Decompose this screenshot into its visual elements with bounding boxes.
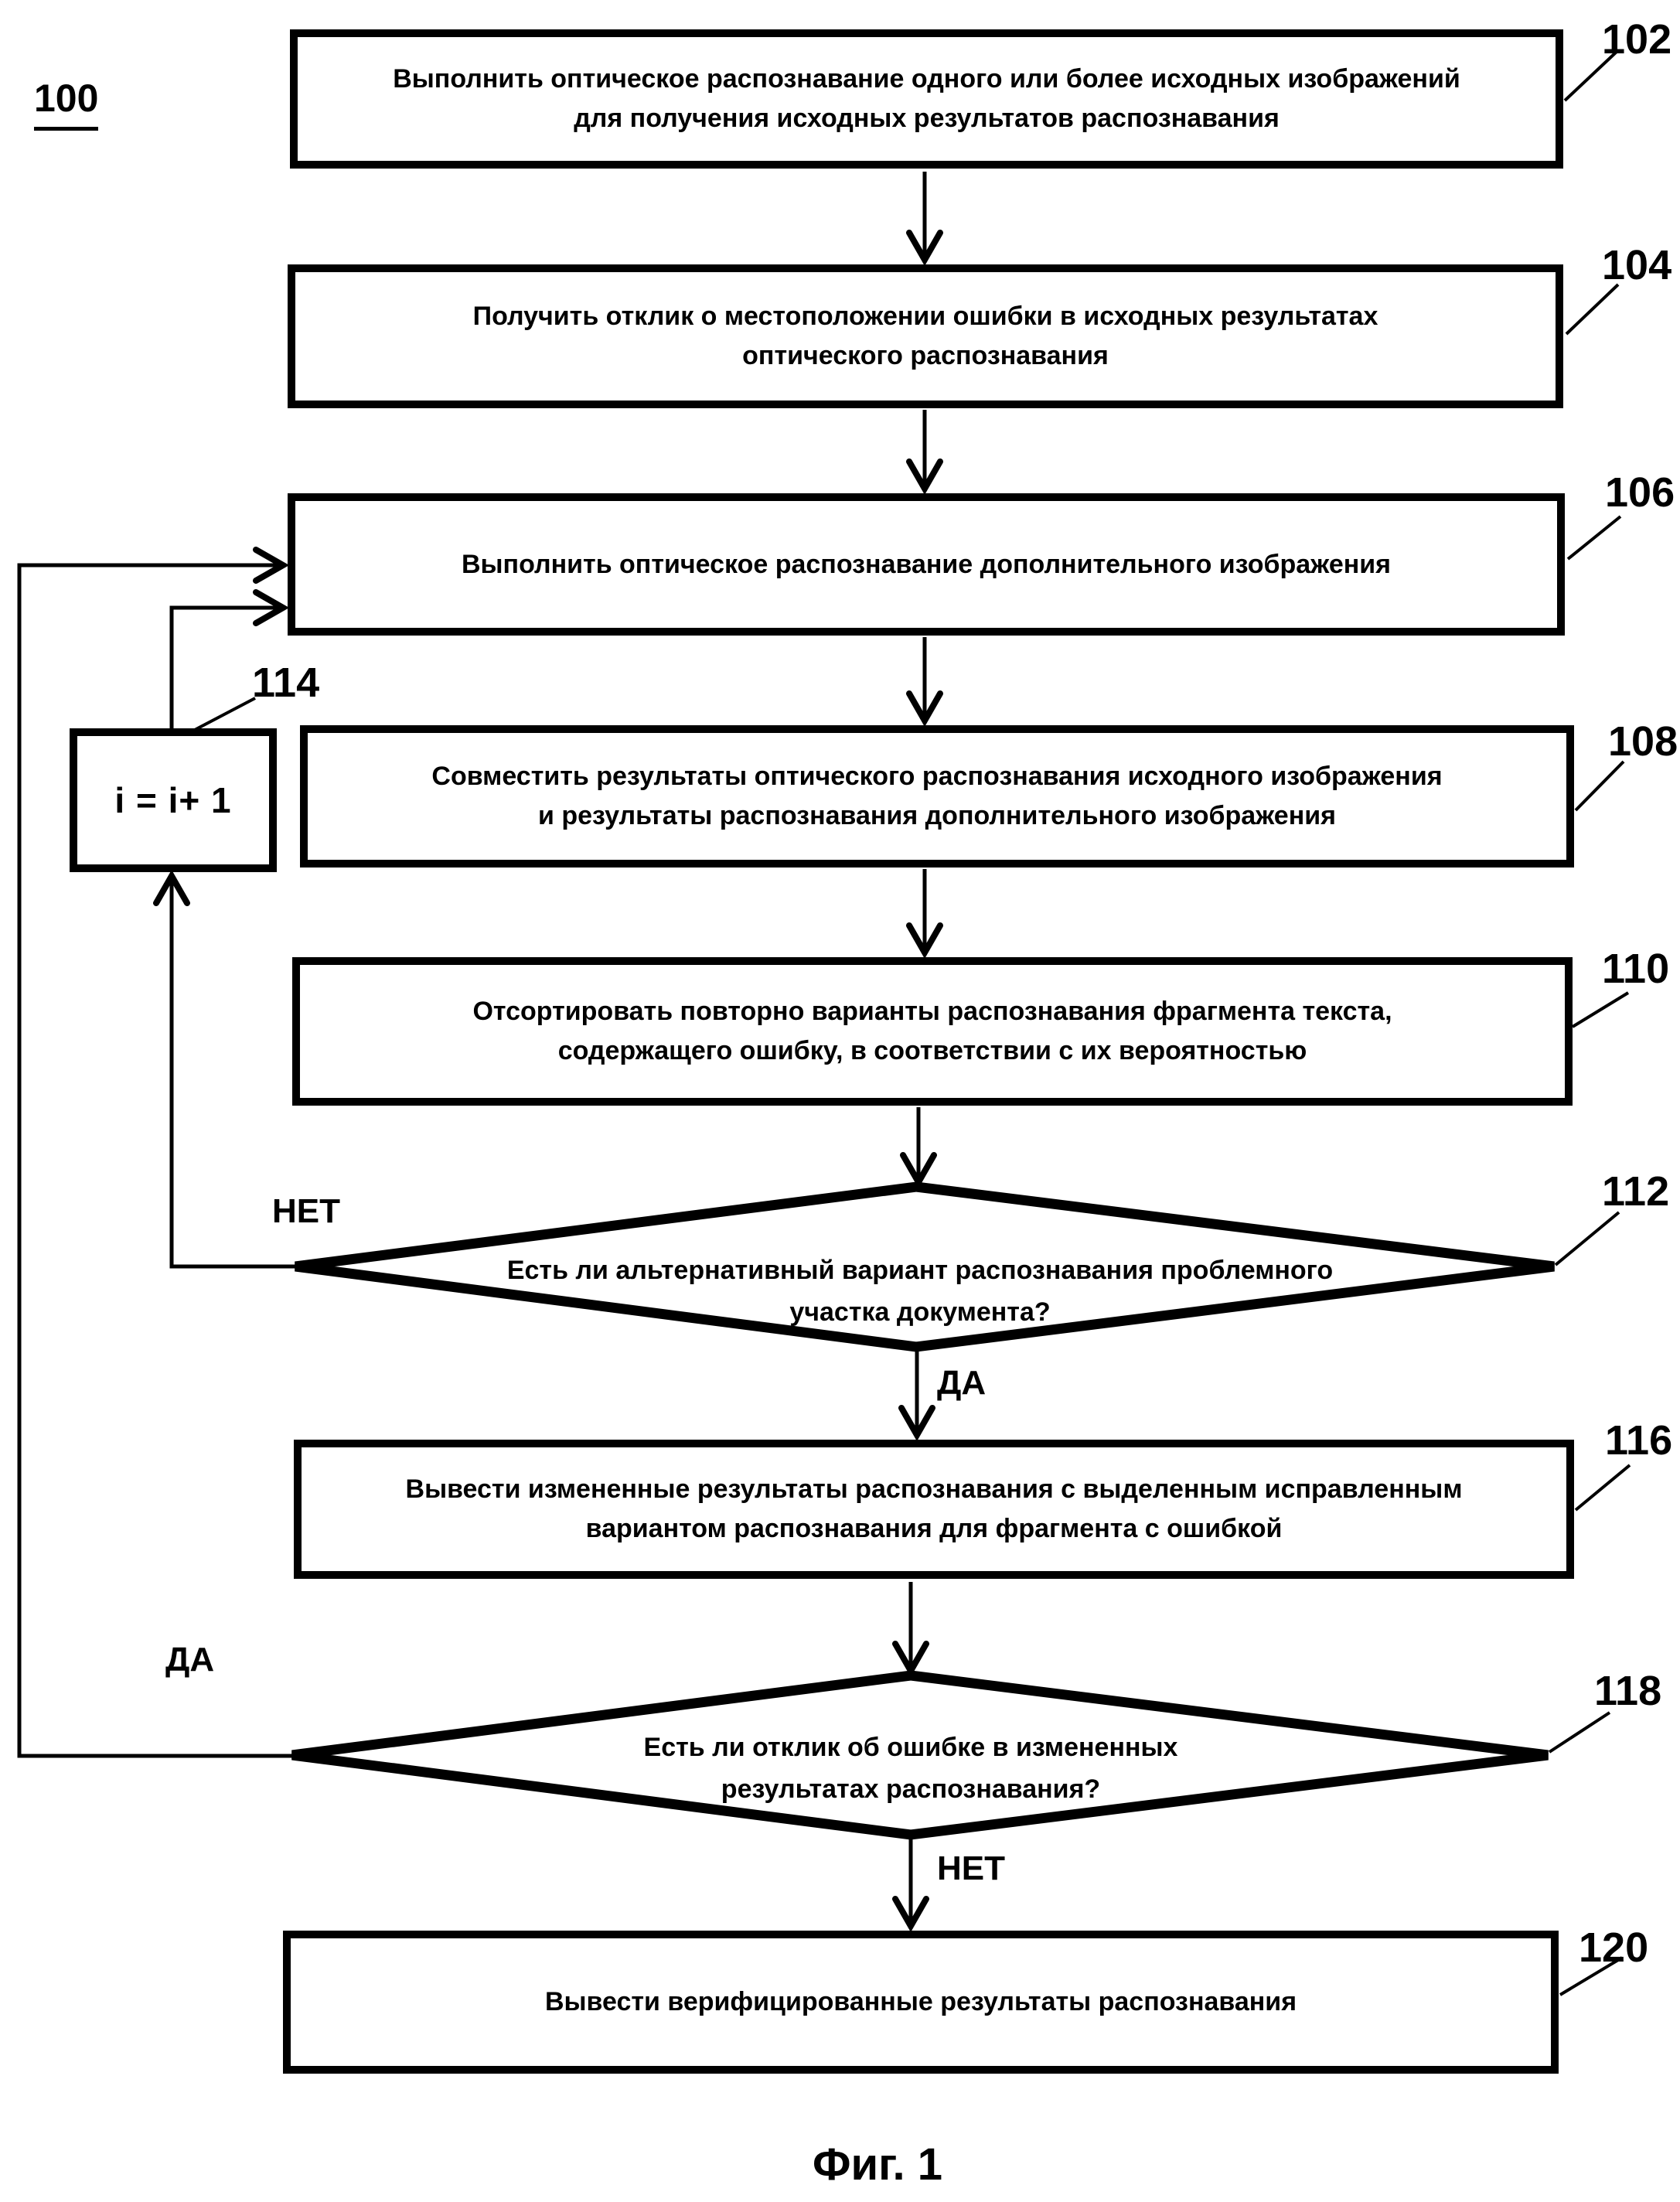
leader-114	[193, 697, 256, 732]
decision-118-text-line1: Есть ли отклик об ошибке в измененных	[643, 1732, 1178, 1762]
decision-118-shape	[291, 1670, 1549, 1840]
process-box-102-text-line1: Выполнить оптическое распознавание одног…	[393, 64, 1460, 94]
leader-118	[1548, 1711, 1611, 1754]
process-box-108-text-line1: Совместить результаты оптического распоз…	[431, 762, 1443, 791]
decision-112-text: Есть ли альтернативный вариант распознав…	[224, 1241, 1616, 1341]
ref-label-110: 110	[1602, 946, 1670, 992]
process-box-108-text-line2: и результаты распознавания дополнительно…	[537, 801, 1336, 830]
leader-102	[1563, 49, 1619, 102]
decision-112-yes-label: ДА	[937, 1364, 987, 1402]
ref-label-112: 112	[1602, 1168, 1670, 1215]
edge-118-106-yes	[17, 565, 295, 1758]
ref-label-116: 116	[1605, 1417, 1673, 1464]
leader-108	[1574, 760, 1625, 812]
figure-caption: Фиг. 1	[813, 2139, 942, 2190]
process-box-106-text: Выполнить оптическое распознавание допол…	[461, 549, 1392, 579]
ref-label-120: 120	[1579, 1924, 1649, 1971]
ref-label-106: 106	[1605, 469, 1675, 516]
process-box-110-text-line2: содержащего ошибку, в соответствии с их …	[557, 1036, 1307, 1065]
process-box-120: Вывести верифицированные результаты расп…	[283, 1931, 1559, 2074]
decision-112-shape	[295, 1181, 1555, 1352]
decision-112-text-line1: Есть ли альтернативный вариант распознав…	[506, 1255, 1334, 1285]
decision-118-text-line2: результатах распознавания?	[721, 1774, 1101, 1804]
process-box-102: Выполнить оптическое распознавание одног…	[290, 29, 1563, 169]
process-box-108: Совместить результаты оптического распоз…	[300, 725, 1574, 868]
edge-112-114-no	[172, 876, 295, 1269]
ref-label-104: 104	[1602, 242, 1672, 288]
figure-ref-100: 100	[34, 76, 99, 131]
counter-box-114-text: i = i+ 1	[114, 779, 232, 820]
leader-104	[1565, 283, 1620, 336]
process-box-104-text-line2: оптического распознавания	[742, 341, 1109, 370]
decision-118-no-label: НЕТ	[937, 1849, 1005, 1887]
leader-110	[1571, 991, 1630, 1028]
ref-label-118: 118	[1594, 1668, 1662, 1714]
counter-box-114: i = i+ 1	[70, 728, 277, 872]
process-box-120-text: Вывести верифицированные результаты расп…	[544, 1987, 1297, 2016]
ref-label-102: 102	[1602, 16, 1672, 63]
leader-106	[1566, 515, 1622, 561]
process-box-102-text-line2: для получения исходных результатов распо…	[574, 104, 1280, 133]
process-box-106: Выполнить оптическое распознавание допол…	[288, 493, 1565, 636]
process-box-110-text-line1: Отсортировать повторно варианты распозна…	[472, 997, 1392, 1026]
leader-120	[1559, 1956, 1624, 1996]
decision-118-yes-label: ДА	[165, 1641, 215, 1679]
process-box-104: Получить отклик о местоположении ошибки …	[288, 264, 1563, 408]
process-box-116-text-line2: вариантом распознавания для фрагмента с …	[585, 1514, 1283, 1543]
edge-114-106	[169, 608, 283, 728]
process-box-104-text-line1: Получить отклик о местоположении ошибки …	[472, 302, 1378, 331]
process-box-116: Вывести измененные результаты распознава…	[294, 1440, 1574, 1579]
ref-label-108: 108	[1608, 718, 1678, 765]
leader-116	[1574, 1464, 1631, 1512]
process-box-116-text-line1: Вывести измененные результаты распознава…	[405, 1474, 1463, 1504]
process-box-110: Отсортировать повторно варианты распозна…	[292, 957, 1573, 1106]
decision-112-no-label: НЕТ	[272, 1192, 340, 1230]
ref-label-114: 114	[252, 660, 320, 706]
decision-112-text-line2: участка документа?	[789, 1297, 1051, 1327]
decision-118-text: Есть ли отклик об ошибке в измененных ре…	[215, 1718, 1607, 1819]
leader-112	[1554, 1211, 1620, 1266]
